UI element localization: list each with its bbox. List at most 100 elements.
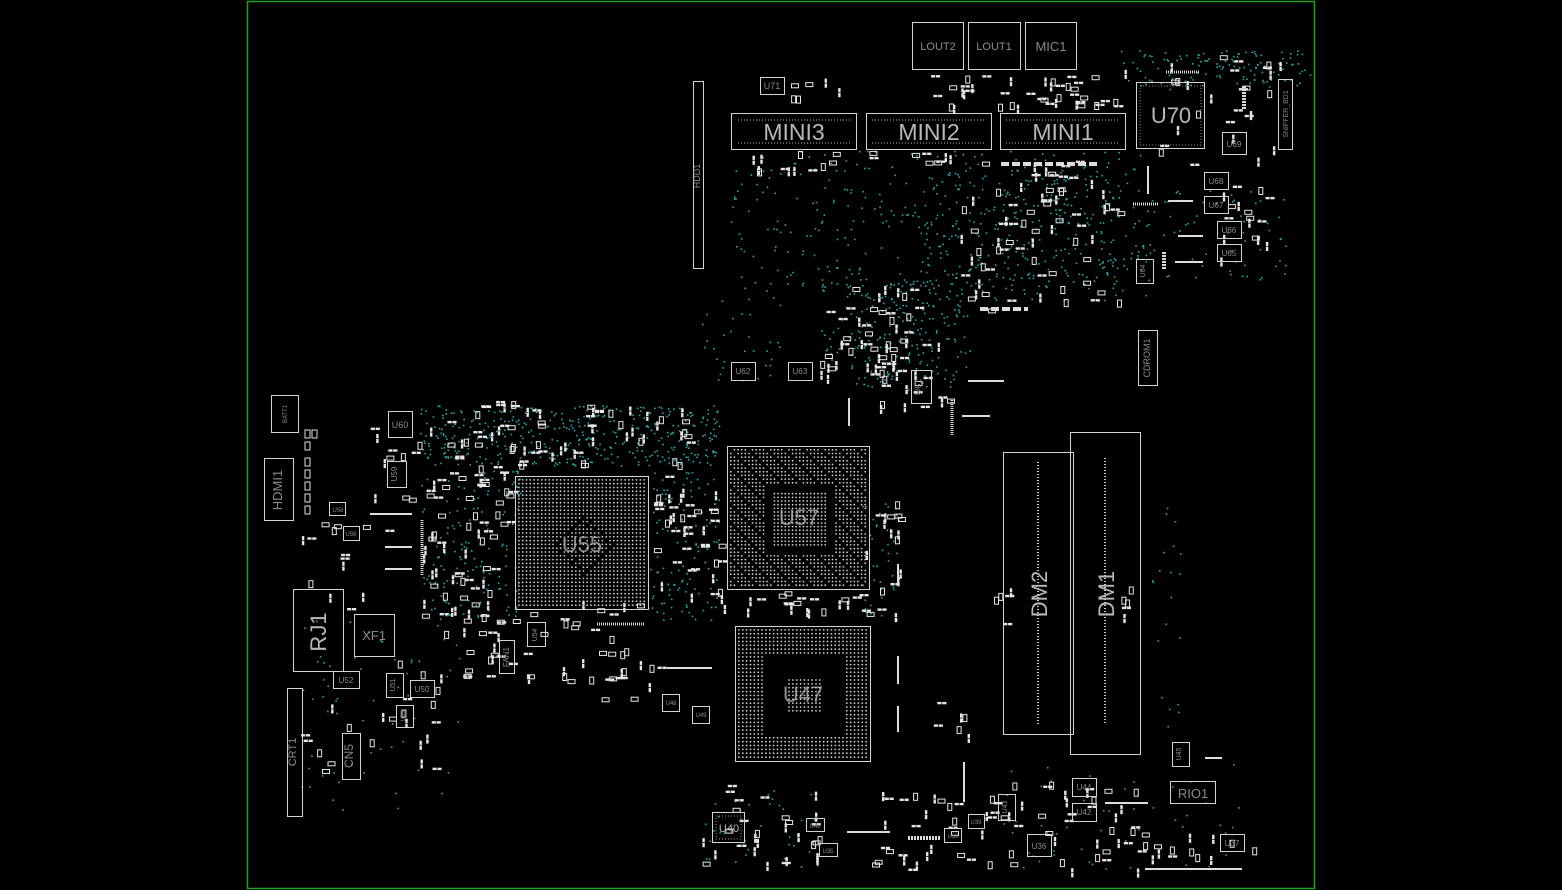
label-xf1: XF1	[362, 628, 386, 643]
label-u58: U58	[332, 508, 344, 514]
bga-u55-balls	[518, 479, 645, 606]
label-rj1: RJ1	[306, 612, 331, 651]
bga-u47-balls	[738, 629, 867, 758]
chip-u54[interactable]: U54	[527, 622, 546, 647]
chip-u71[interactable]: U71	[760, 77, 785, 95]
chip-u37[interactable]: U37	[1220, 834, 1245, 852]
chip-u70[interactable]: U70	[1136, 82, 1205, 149]
board-outline	[246, 0, 1316, 890]
label-rio1: RIO1	[1178, 786, 1208, 801]
chip-u51[interactable]: U51	[386, 673, 404, 698]
chip-u67[interactable]: U67	[1204, 196, 1229, 214]
label-dm1: DM1	[1094, 571, 1119, 617]
chip-u68[interactable]: U68	[1204, 172, 1229, 190]
chip-u56[interactable]: U56	[343, 526, 360, 541]
silk-strips	[370, 70, 1246, 870]
chip-u64[interactable]: U64	[1136, 259, 1154, 284]
chip-u69[interactable]: U69	[1222, 132, 1247, 155]
label-u67: U67	[1209, 201, 1224, 210]
chip-u53[interactable]: U53	[396, 705, 414, 728]
label-battery: BATT1	[283, 404, 289, 423]
small-parts-layer	[301, 55, 1282, 878]
connector-cdrom1[interactable]: CDROM1	[1138, 330, 1158, 386]
label-u54: U54	[532, 628, 539, 641]
chip-u48[interactable]: U48	[662, 694, 680, 712]
chip-u61[interactable]: U61	[911, 370, 932, 404]
chip-u50[interactable]: U50	[410, 680, 435, 698]
chip-u63[interactable]: U63	[788, 362, 813, 381]
chip-u45[interactable]: U45	[1172, 742, 1190, 767]
label-mic1: MIC1	[1035, 39, 1066, 54]
connector-lout2[interactable]: LOUT2	[912, 22, 964, 70]
chip-u36[interactable]: U36	[1027, 834, 1052, 857]
label-u55: U55	[562, 532, 602, 557]
label-u36: U36	[1032, 842, 1047, 851]
label-u60: U60	[392, 420, 409, 430]
label-u42: U42	[1077, 808, 1092, 817]
connector-hdd1[interactable]: HDD1	[692, 81, 704, 269]
connector-rj1[interactable]: RJ1	[293, 589, 344, 672]
connector-mic1[interactable]: MIC1	[1025, 22, 1077, 70]
label-u45: U45	[1176, 747, 1183, 760]
chip-u42[interactable]: U42	[1072, 803, 1097, 822]
bga-u47[interactable]: U47	[735, 626, 871, 762]
label-u37: U37	[1225, 839, 1240, 848]
chip-u66[interactable]: U66	[1217, 221, 1242, 239]
dimm-slot-dm2[interactable]: DM2	[1003, 452, 1074, 735]
label-u35: U35	[822, 849, 834, 855]
connector-rio1[interactable]: RIO1	[1170, 781, 1216, 804]
via-layer	[301, 50, 1312, 870]
chip-u58[interactable]: U58	[329, 502, 346, 516]
label-crt1: CRT1	[287, 738, 299, 767]
chip-u62[interactable]: U62	[731, 362, 756, 381]
label-u48: U48	[665, 701, 677, 707]
label-fan1: FAN1	[502, 646, 511, 667]
label-mini3: MINI3	[763, 119, 824, 145]
bga-u57[interactable]: U57	[727, 446, 870, 590]
label-sniffer-bd1: SNIFFER_BD1	[1283, 90, 1290, 138]
label-u65: U65	[1222, 249, 1237, 258]
connector-fan1[interactable]: FAN1	[499, 640, 515, 674]
chip-u52[interactable]: U52	[333, 671, 360, 689]
connector-crt1[interactable]: CRT1	[287, 688, 303, 817]
chip-u35[interactable]: U35	[819, 843, 838, 857]
chip-u40[interactable]: U40	[712, 812, 745, 843]
slot-mini3[interactable]: MINI3	[731, 113, 857, 150]
label-dm2: DM2	[1027, 571, 1052, 617]
label-u38: U38	[947, 834, 959, 840]
label-u63: U63	[793, 367, 808, 376]
chip-u59[interactable]: U59	[387, 461, 407, 488]
chip-u44[interactable]: U44	[1072, 778, 1097, 797]
label-u39: U39	[970, 820, 982, 826]
battery-connector[interactable]: BATT1	[271, 395, 299, 433]
connector-sniffer-bd1[interactable]: SNIFFER_BD1	[1278, 79, 1293, 150]
label-u44: U44	[1077, 783, 1092, 792]
label-u50: U50	[415, 685, 430, 694]
chip-u38[interactable]: U38	[944, 828, 962, 843]
dimm-slot-dm1[interactable]: DM1	[1070, 432, 1141, 755]
chip-u65[interactable]: U65	[1217, 244, 1242, 262]
label-u57: U57	[779, 505, 819, 530]
label-u40: U40	[719, 823, 739, 835]
connector-cn5[interactable]: CN5	[342, 733, 361, 780]
transformer-xf1[interactable]: XF1	[354, 614, 395, 657]
chip-u39[interactable]: U39	[968, 814, 985, 829]
chip-u60[interactable]: U60	[388, 411, 413, 438]
label-u56: U56	[345, 532, 357, 538]
slot-mini2[interactable]: MINI2	[866, 113, 992, 150]
label-u52: U52	[339, 676, 354, 685]
connector-lout1[interactable]: LOUT1	[968, 22, 1021, 70]
label-u53: U53	[401, 710, 407, 722]
label-u59: U59	[390, 466, 399, 481]
chip-u49[interactable]: U49	[692, 706, 710, 724]
label-lout1: LOUT1	[976, 41, 1011, 53]
label-u64: U64	[1140, 264, 1147, 277]
label-mini2: MINI2	[898, 119, 959, 145]
bga-u55[interactable]: U55	[515, 476, 649, 610]
bga-u57-balls	[729, 448, 867, 587]
slot-mini1[interactable]: MINI1	[1000, 113, 1126, 150]
chip-u41[interactable]: U41	[806, 818, 825, 832]
chip-u43[interactable]: U43	[998, 794, 1016, 821]
label-lout2: LOUT2	[920, 41, 955, 53]
connector-hdmi1[interactable]: HDMI1	[264, 458, 294, 521]
